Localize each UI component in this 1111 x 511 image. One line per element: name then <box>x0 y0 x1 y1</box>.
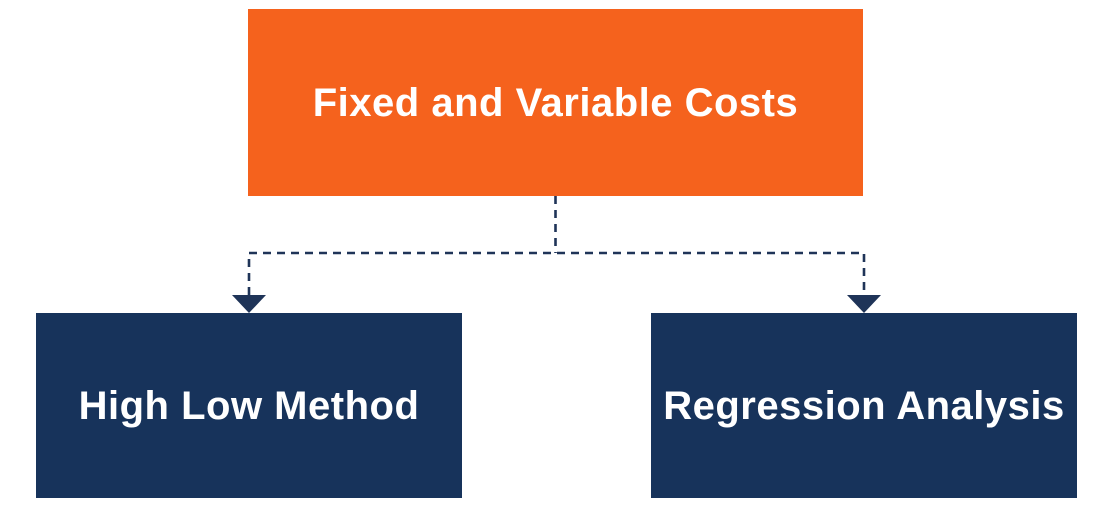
arrow-down-icon <box>232 295 266 313</box>
node-label: Regression Analysis <box>663 383 1065 428</box>
node-fixed-and-variable-costs: Fixed and Variable Costs <box>248 9 863 196</box>
connector-branches <box>247 251 866 295</box>
node-label: High Low Method <box>78 383 420 428</box>
node-high-low-method: High Low Method <box>36 313 462 498</box>
arrow-down-icon <box>847 295 881 313</box>
node-regression-analysis: Regression Analysis <box>651 313 1077 498</box>
node-label: Fixed and Variable Costs <box>312 80 799 125</box>
